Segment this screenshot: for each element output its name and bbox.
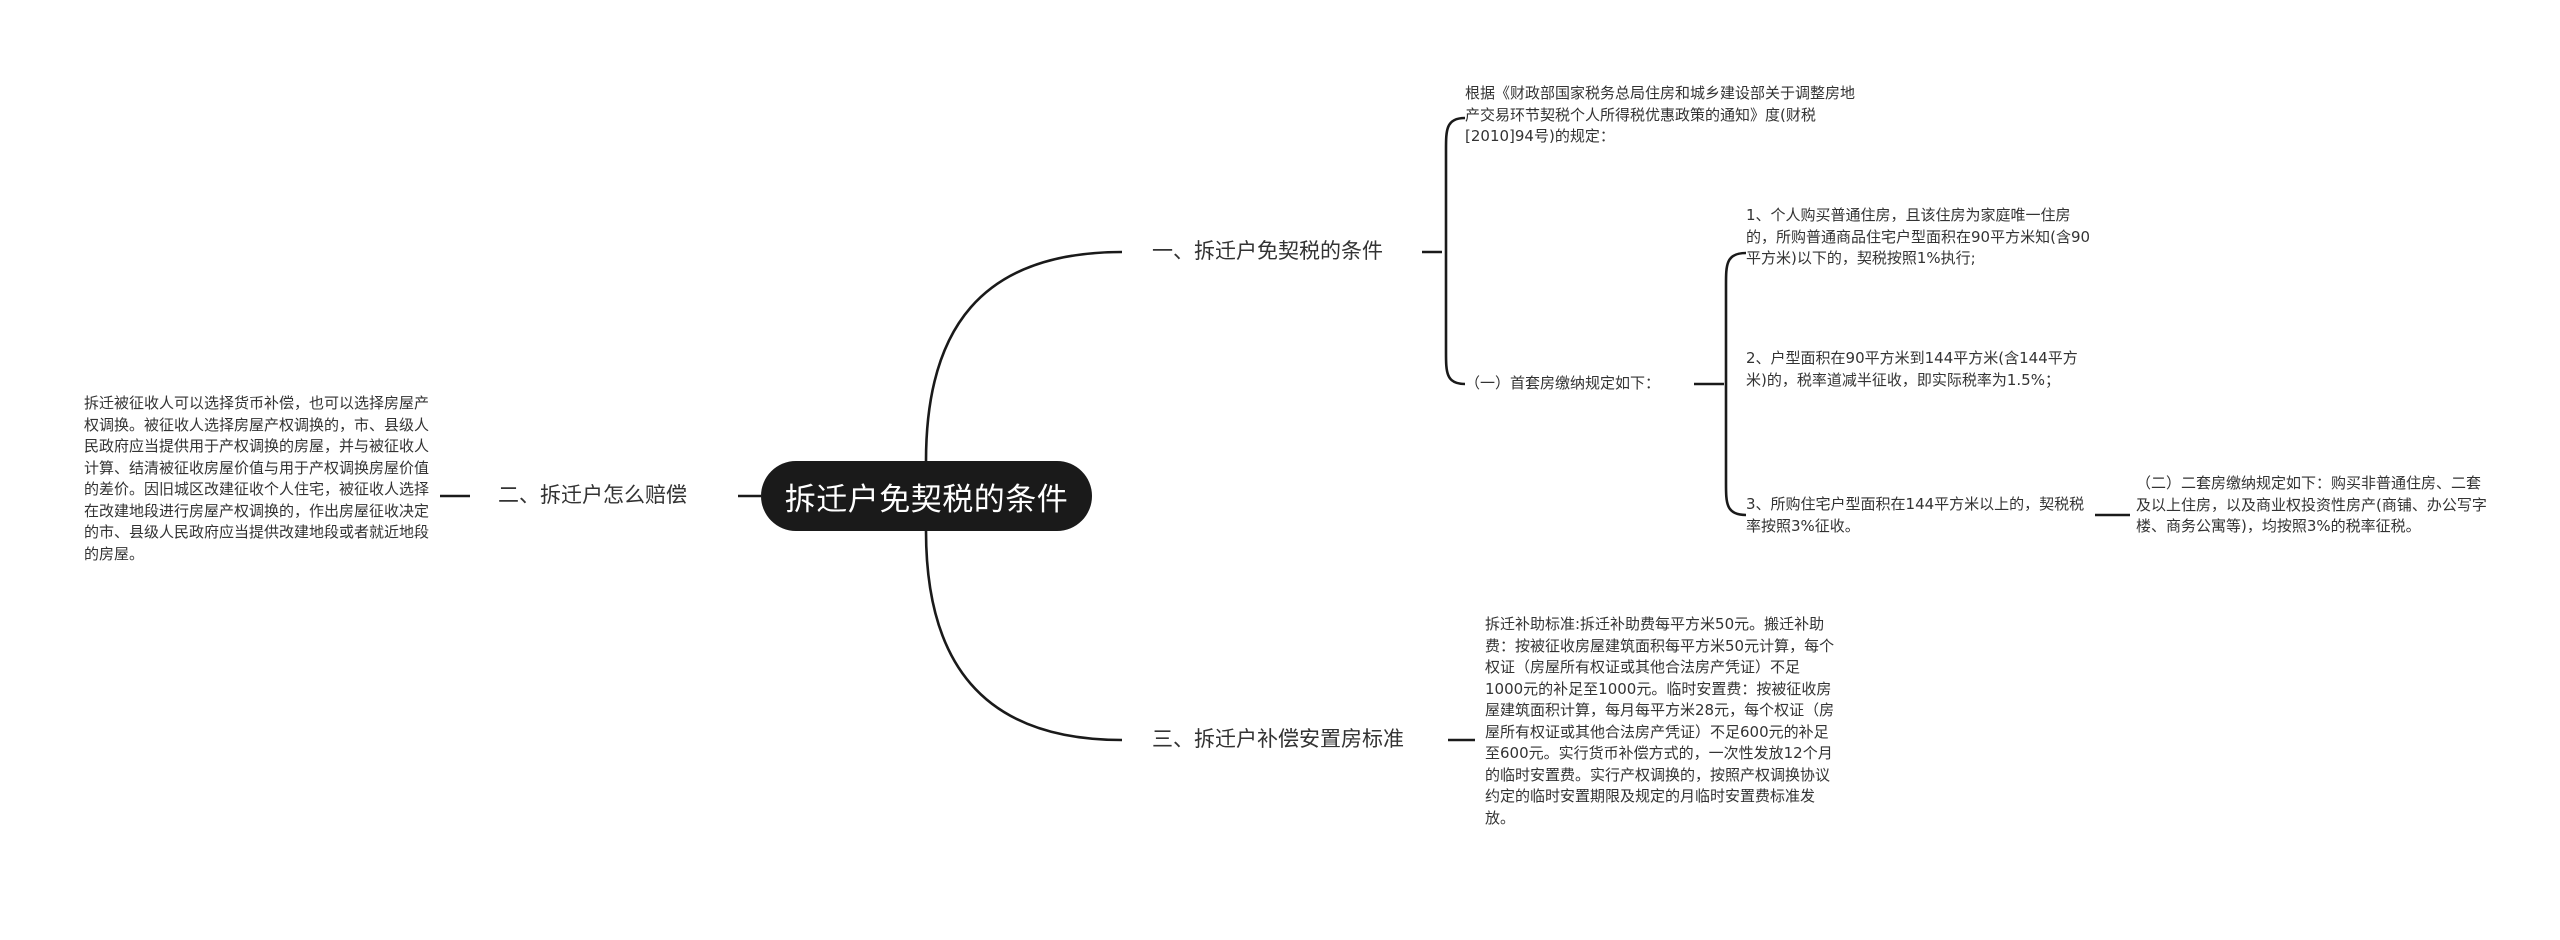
branch1-intro-text: 根据《财政部国家税务总局住房和城乡建设部关于调整房地产交易环节契税个人所得税优惠…	[1465, 84, 1856, 145]
branch-resettlement-standard[interactable]: 三、拆迁户补偿安置房标准	[1152, 725, 1404, 753]
rule-item-3: 3、所购住宅户型面积在144平方米以上的，契税税率按照3%征收。	[1746, 495, 2085, 535]
link-root-branch3	[924, 530, 1123, 742]
second-home-rule-note: （二）二套房缴纳规定如下：购买非普通住房、二套及以上住房，以及商业权投资性房产(…	[2136, 474, 2487, 535]
brace-sub	[1724, 251, 1747, 517]
rule-item-1: 1、个人购买普通住房，且该住房为家庭唯一住房的，所购普通商品住宅户型面积在90平…	[1746, 206, 2091, 267]
sub-first-home-rules[interactable]: （一）首套房缴纳规定如下：	[1465, 373, 1660, 395]
branch-label: 一、拆迁户免契税的条件	[1152, 239, 1383, 263]
rule-item-2: 2、户型面积在90平方米到144平方米(含144平方米)的，税率道减半征收，即实…	[1746, 349, 2078, 389]
branch-label: 二、拆迁户怎么赔偿	[498, 483, 687, 507]
sub-label: （一）首套房缴纳规定如下：	[1465, 374, 1661, 392]
branch-compensation-method[interactable]: 二、拆迁户怎么赔偿	[498, 481, 687, 509]
branch-exemption-conditions[interactable]: 一、拆迁户免契税的条件	[1152, 237, 1383, 265]
branch2-text: 拆迁被征收人可以选择货币补偿，也可以选择房屋产权调换。被征收人选择房屋产权调换的…	[84, 394, 430, 563]
branch-label: 三、拆迁户补偿安置房标准	[1152, 727, 1404, 751]
root-node[interactable]: 拆迁户免契税的条件	[761, 461, 1092, 531]
link-root-branch1	[924, 250, 1123, 462]
branch3-text: 拆迁补助标准:拆迁补助费每平方米50元。搬迁补助费：按被征收房屋建筑面积每平方米…	[1485, 615, 1835, 827]
brace-branch1	[1444, 116, 1466, 386]
root-title: 拆迁户免契税的条件	[784, 481, 1069, 518]
